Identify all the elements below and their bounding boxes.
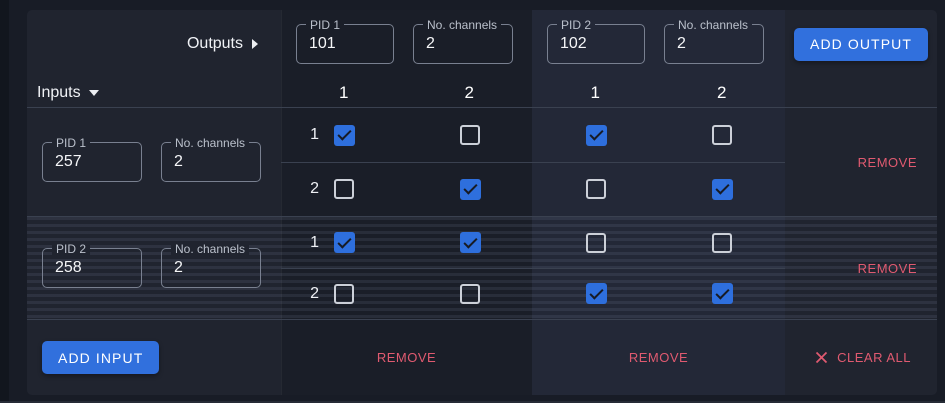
row-label: 2: [310, 180, 319, 197]
output-2-channel-headers: 1 2: [532, 78, 785, 108]
matrix-checkbox[interactable]: [585, 124, 607, 146]
matrix-checkbox[interactable]: [333, 232, 355, 253]
inputs-section-label: Inputs: [37, 83, 81, 101]
matrix-cell: 1: [281, 108, 407, 162]
matrix-cell: [659, 162, 785, 216]
column-header: 1: [339, 82, 349, 102]
clear-all-button[interactable]: CLEAR ALL: [837, 350, 911, 365]
output-1-pid-field[interactable]: PID 1: [296, 18, 394, 64]
matrix-cell: [659, 108, 785, 162]
input-1-fields: PID 1 No. channels: [27, 108, 281, 217]
matrix-cell: [533, 108, 659, 162]
input-2-remove-cell: REMOVE: [785, 217, 937, 320]
matrix-checkbox[interactable]: [333, 124, 355, 146]
matrix-cell: [533, 268, 659, 319]
matrix-cell: [659, 217, 785, 268]
column-header: 2: [717, 82, 727, 102]
matrix-checkbox[interactable]: [459, 232, 481, 253]
remove-output-1-button[interactable]: REMOVE: [376, 350, 437, 365]
input-2-fields: PID 2 No. channels: [27, 217, 281, 320]
output-1-channels-field[interactable]: No. channels: [413, 18, 513, 64]
matrix-cell: [407, 162, 533, 216]
matrix-checkbox[interactable]: [586, 232, 606, 253]
input-2-pid-label: PID 2: [52, 242, 91, 256]
add-output-button[interactable]: ADD OUTPUT: [794, 27, 928, 61]
matrix-checkbox[interactable]: [712, 232, 732, 253]
output-2-channels-label: No. channels: [674, 18, 753, 32]
routing-matrix-panel: Outputs PID 1 No. channels PID 2: [27, 10, 937, 395]
matrix-checkbox[interactable]: [459, 178, 481, 200]
input-1-pid-field[interactable]: PID 1: [42, 136, 142, 182]
add-input-button[interactable]: ADD INPUT: [42, 341, 160, 374]
matrix-cell: [407, 108, 533, 162]
outputs-section-header[interactable]: Outputs: [27, 10, 281, 78]
matrix-cell: [407, 217, 533, 268]
matrix-cell: [407, 268, 533, 319]
column-header: 1: [590, 82, 600, 102]
output-2-pid-label: PID 2: [557, 18, 596, 32]
output-2-column-background: [532, 10, 785, 395]
matrix-cell: [533, 217, 659, 268]
matrix-checkbox[interactable]: [711, 178, 733, 200]
remove-input-1-button[interactable]: REMOVE: [857, 154, 917, 170]
output-2-channels-field[interactable]: No. channels: [664, 18, 764, 64]
output-2-remove-cell: REMOVE: [532, 320, 785, 395]
matrix-cell: 2: [281, 162, 407, 216]
add-input-cell: ADD INPUT: [27, 320, 281, 395]
matrix-checkbox[interactable]: [712, 125, 732, 145]
left-edge-strip: [0, 0, 9, 403]
input-2-pid-field[interactable]: PID 2: [42, 242, 142, 288]
input-1-channels-label: No. channels: [171, 136, 250, 150]
output-1-fields: PID 1 No. channels: [281, 10, 532, 78]
output-1-channels-label: No. channels: [423, 18, 502, 32]
matrix-cell: [659, 268, 785, 319]
row-label: 1: [310, 233, 319, 251]
row-label: 1: [310, 126, 319, 143]
inputs-column-divider: [281, 10, 282, 395]
matrix-checkbox[interactable]: [586, 179, 606, 199]
output-1-pid-label: PID 1: [306, 18, 345, 32]
inputs-section-header[interactable]: Inputs: [27, 78, 281, 108]
input-1-pid-label: PID 1: [52, 136, 91, 150]
header-spacer: [785, 78, 937, 108]
input-2-channels-label: No. channels: [171, 242, 250, 256]
input-1-matrix: 1 2: [281, 108, 785, 217]
output-1-remove-cell: REMOVE: [281, 320, 532, 395]
caret-down-icon: [88, 89, 99, 96]
matrix-checkbox[interactable]: [334, 179, 354, 199]
output-1-column-background: [281, 10, 532, 395]
input-1-remove-cell: REMOVE: [785, 108, 937, 217]
row-label: 2: [310, 284, 319, 302]
close-icon: [815, 351, 828, 364]
output-2-pid-field[interactable]: PID 2: [547, 18, 645, 64]
add-output-cell: ADD OUTPUT: [785, 10, 937, 78]
matrix-cell: [533, 162, 659, 216]
remove-input-2-button[interactable]: REMOVE: [857, 260, 917, 276]
column-header: 2: [464, 82, 474, 102]
matrix-checkbox[interactable]: [334, 283, 354, 304]
matrix-checkbox[interactable]: [460, 125, 480, 145]
caret-right-icon: [252, 39, 258, 49]
matrix-checkbox[interactable]: [460, 283, 480, 304]
input-1-channels-field[interactable]: No. channels: [161, 136, 261, 182]
output-1-channel-headers: 1 2: [281, 78, 532, 108]
input-2-channels-field[interactable]: No. channels: [161, 242, 261, 288]
remove-output-2-button[interactable]: REMOVE: [628, 350, 689, 365]
matrix-cell: 1: [281, 217, 407, 268]
outputs-section-label: Outputs: [186, 35, 243, 52]
matrix-cell: 2: [281, 268, 407, 319]
input-2-matrix: 1 2: [281, 217, 785, 320]
matrix-checkbox[interactable]: [711, 283, 733, 304]
bottom-divider: [0, 401, 945, 403]
clear-all-cell[interactable]: CLEAR ALL: [785, 320, 937, 395]
matrix-checkbox[interactable]: [585, 283, 607, 304]
output-2-fields: PID 2 No. channels: [532, 10, 785, 78]
